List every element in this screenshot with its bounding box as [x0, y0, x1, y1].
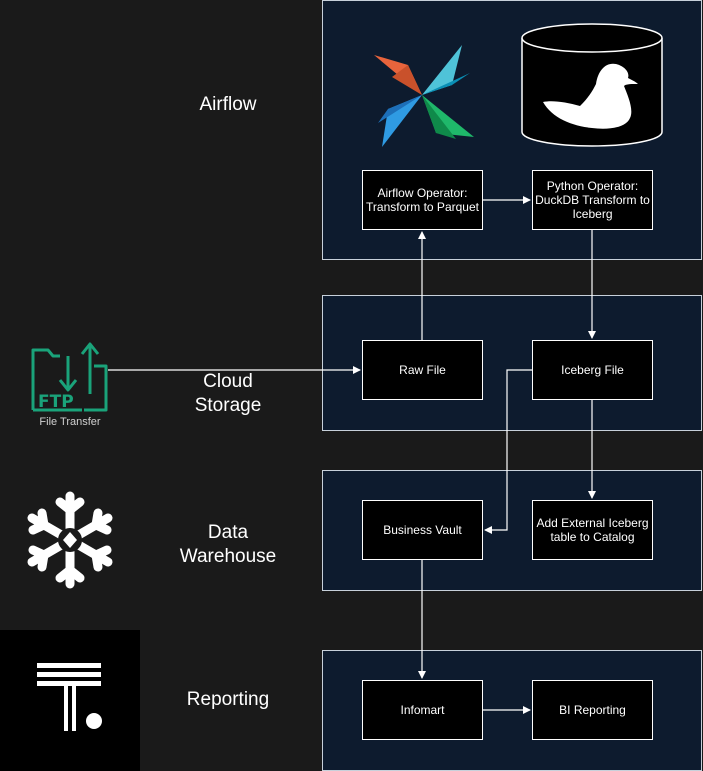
ftp-icon-text: FTP — [38, 392, 74, 412]
node-airflow-operator[interactable]: Airflow Operator: Transform to Parquet — [362, 170, 483, 230]
node-python-operator-label: Python Operator: DuckDB Transform to Ice… — [535, 179, 650, 221]
node-infomart-label: Infomart — [400, 703, 445, 717]
node-iceberg-file[interactable]: Iceberg File — [532, 340, 653, 400]
node-raw-file[interactable]: Raw File — [362, 340, 483, 400]
reporting-logo-panel — [0, 630, 140, 771]
node-bi-reporting-label: BI Reporting — [559, 703, 626, 717]
stage-label-reporting: Reporting — [186, 689, 270, 710]
ftp-caption: File Transfer — [39, 416, 101, 428]
node-business-vault[interactable]: Business Vault — [362, 500, 483, 560]
node-external-iceberg-label: Add External Iceberg table to Catalog — [536, 516, 649, 544]
node-iceberg-file-label: Iceberg File — [561, 363, 624, 377]
stage-label-airflow: Airflow — [199, 94, 257, 115]
node-business-vault-label: Business Vault — [383, 523, 462, 537]
node-airflow-operator-label: Airflow Operator: Transform to Parquet — [366, 186, 479, 214]
node-infomart[interactable]: Infomart — [362, 680, 483, 740]
node-python-operator[interactable]: Python Operator: DuckDB Transform to Ice… — [532, 170, 653, 230]
node-bi-reporting[interactable]: BI Reporting — [532, 680, 653, 740]
stage-label-data-warehouse: Data Warehouse — [179, 522, 277, 567]
stage-label-cloud-storage: Cloud Storage — [194, 371, 262, 416]
node-external-iceberg[interactable]: Add External Iceberg table to Catalog — [532, 500, 653, 560]
node-raw-file-label: Raw File — [399, 363, 446, 377]
